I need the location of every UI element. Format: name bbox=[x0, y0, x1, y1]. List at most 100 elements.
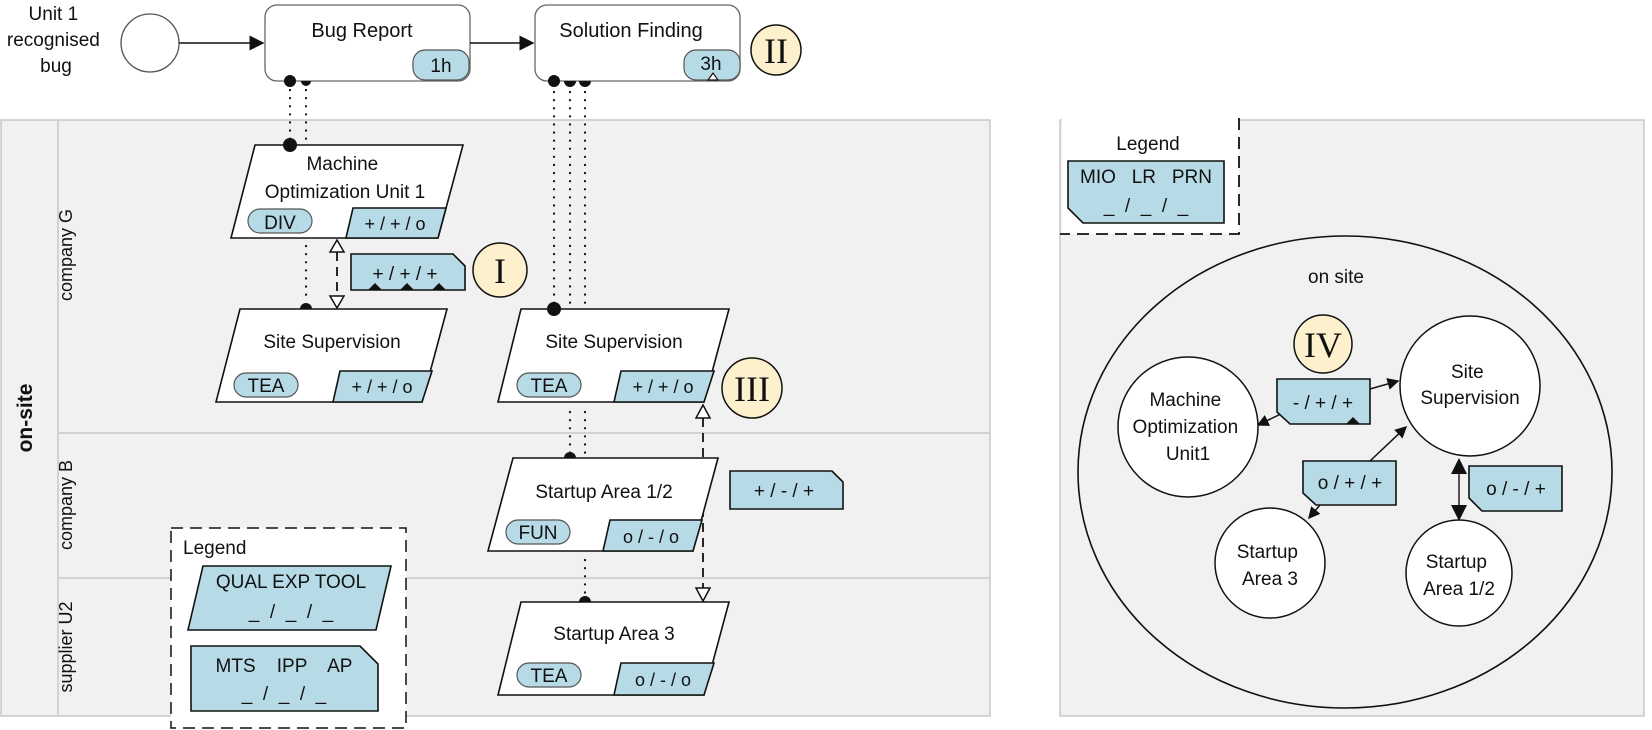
svg-text:o / - / +: o / - / + bbox=[1486, 479, 1546, 500]
duration-label: 3h bbox=[700, 54, 721, 75]
role-startup-area-3[interactable]: Startup Area 3 TEA o / - / o bbox=[496, 596, 731, 696]
role-rating bbox=[601, 519, 704, 552]
pool-label: on-site bbox=[14, 384, 37, 453]
role-tag bbox=[505, 519, 571, 545]
network-edge bbox=[1369, 378, 1400, 390]
network-node-startup-area-3[interactable]: Startup Area 3 bbox=[1214, 507, 1326, 619]
role-label: Startup Area 1/2 bbox=[535, 482, 672, 503]
role-tag-label: DIV bbox=[264, 213, 296, 234]
svg-text:QUAL EXP TOOL: QUAL EXP TOOL bbox=[216, 572, 366, 593]
start-event-circle[interactable] bbox=[120, 13, 180, 73]
arrow-head-icon bbox=[328, 295, 346, 310]
relation-rating-i: + / + / + bbox=[350, 253, 466, 291]
role-label: Site Supervision bbox=[545, 332, 682, 353]
task-label: Bug Report bbox=[311, 20, 413, 42]
role-site-supervision-1[interactable]: Site Supervision TEA + / + / o bbox=[214, 303, 449, 403]
connector-dot bbox=[579, 596, 591, 602]
role-tag-label: TEA bbox=[531, 666, 568, 687]
svg-text:Startup Area 1/2: Startup Area 1/2 bbox=[1423, 552, 1495, 600]
role-tag bbox=[247, 208, 313, 234]
role-rating-label: + / + / o bbox=[351, 377, 412, 397]
role-label: Startup Area 3 bbox=[553, 624, 674, 645]
badge-iv: IV bbox=[1293, 314, 1353, 374]
arrow-head-icon bbox=[694, 403, 712, 419]
marker-triangle-icon bbox=[1346, 417, 1360, 424]
svg-text:I: I bbox=[494, 251, 506, 291]
badge-ii: II bbox=[750, 24, 802, 76]
svg-text:IV: IV bbox=[1304, 325, 1342, 365]
network-panel: Legend MIO LR PRN _ / _ / _ on site Mach… bbox=[1059, 118, 1645, 717]
svg-text:_ / _ / _: _ / _ / _ bbox=[241, 684, 327, 705]
pool-frame bbox=[0, 119, 991, 717]
task-bug-report[interactable]: Bug Report 1h bbox=[264, 4, 471, 82]
on-site-region bbox=[1077, 235, 1613, 709]
task-solution-finding[interactable]: Solution Finding 3h bbox=[534, 4, 741, 82]
role-rating bbox=[331, 370, 434, 403]
role-tag-label: TEA bbox=[531, 376, 568, 397]
svg-text:MTS IPP AP: MTS IPP AP bbox=[216, 656, 353, 677]
svg-text:+ / - / +: + / - / + bbox=[754, 481, 814, 502]
svg-text:+ / + / +: + / + / + bbox=[373, 264, 438, 285]
marker-triangle-icon bbox=[368, 283, 382, 290]
role-startup-area-1-2[interactable]: Startup Area 1/2 FUN o / - / o bbox=[486, 452, 720, 552]
network-edge bbox=[1369, 425, 1408, 462]
connector-dot bbox=[283, 138, 297, 152]
svg-text:o / + / +: o / + / + bbox=[1318, 473, 1382, 494]
role-tag bbox=[233, 372, 299, 398]
region-label: on site bbox=[1308, 267, 1364, 288]
svg-text:II: II bbox=[764, 31, 788, 71]
start-event[interactable]: Unit 1 recognised bug bbox=[7, 4, 180, 77]
pool-on-site: on-site company G company B supplier U2 bbox=[0, 119, 991, 717]
network-node-site-supervision[interactable]: Site Supervision bbox=[1399, 315, 1541, 457]
role-rating bbox=[612, 370, 716, 403]
legend-left: Legend QUAL EXP TOOL _ / _ / _ MTS IPP A… bbox=[170, 527, 407, 729]
role-rating-label: o / - / o bbox=[635, 670, 691, 690]
connector-dot bbox=[547, 302, 561, 316]
svg-text:_ / _ / _: _ / _ / _ bbox=[248, 602, 334, 623]
task-label: Solution Finding bbox=[559, 20, 702, 42]
role-rating bbox=[344, 207, 448, 239]
svg-text:Startup Area 3: Startup Area 3 bbox=[1237, 542, 1304, 590]
marker-triangle-icon bbox=[432, 283, 446, 290]
marker-triangle-icon bbox=[400, 283, 414, 290]
role-site-supervision-2[interactable]: Site Supervision TEA + / + / o bbox=[496, 302, 731, 403]
svg-text:III: III bbox=[734, 369, 770, 409]
start-event-label: Unit 1 recognised bug bbox=[7, 4, 105, 77]
svg-text:Site Supervision: Site Supervision bbox=[1420, 362, 1519, 409]
role-machine-optimization-unit-1[interactable]: Machine Optimization Unit 1 DIV + / + / … bbox=[229, 138, 465, 239]
lane-label-company-b: company B bbox=[56, 460, 76, 550]
arrow-head-icon bbox=[694, 587, 712, 603]
legend-title: Legend bbox=[1116, 134, 1179, 155]
edge-rating-mou-site: - / + / + bbox=[1276, 378, 1371, 425]
lane-label-company-g: company G bbox=[56, 209, 76, 301]
network-node-startup-area-1-2[interactable]: Startup Area 1/2 bbox=[1405, 519, 1513, 627]
role-rating-label: + / + / o bbox=[632, 377, 693, 397]
edge-rating-sa3-site: o / + / + bbox=[1302, 460, 1397, 506]
role-rating-label: + / + / o bbox=[364, 214, 425, 234]
role-label: Site Supervision bbox=[263, 332, 400, 353]
duration-label: 1h bbox=[430, 56, 451, 77]
associations-top bbox=[284, 75, 591, 307]
svg-text:- / + / +: - / + / + bbox=[1293, 393, 1353, 414]
duration-badge bbox=[412, 49, 470, 81]
legend-role-rating bbox=[186, 565, 393, 631]
network-node-machine-optimization[interactable]: Machine Optimization Unit1 bbox=[1117, 356, 1259, 498]
lane-label-supplier-u2: supplier U2 bbox=[56, 601, 76, 692]
legend-rating bbox=[1067, 160, 1225, 224]
badge-iii: III bbox=[721, 357, 783, 419]
relation-rating-b: + / - / + bbox=[729, 470, 844, 510]
connector-dot bbox=[300, 303, 312, 309]
svg-text:MIO LR PRN: MIO LR PRN bbox=[1080, 167, 1212, 188]
role-rating-label: o / - / o bbox=[623, 527, 679, 547]
role-tag bbox=[516, 372, 582, 398]
role-label: Machine Optimization Unit 1 bbox=[265, 154, 426, 203]
role-tag bbox=[516, 662, 582, 688]
connector-dot bbox=[564, 452, 576, 458]
marker-triangle-icon bbox=[706, 71, 720, 81]
role-rating bbox=[613, 662, 716, 696]
svg-text:_ / _ / _: _ / _ / _ bbox=[1103, 196, 1189, 217]
legend-title: Legend bbox=[183, 538, 246, 559]
svg-text:Machine Optimization: Machine Optimization Unit1 bbox=[1133, 390, 1244, 465]
network-edge bbox=[1308, 504, 1321, 520]
